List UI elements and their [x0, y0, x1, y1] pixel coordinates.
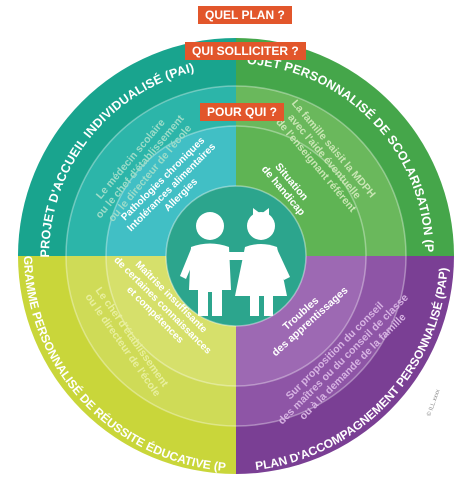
pour-qui-tag: POUR QUI ? — [200, 103, 285, 121]
ring-divider-inner — [105, 125, 367, 387]
qui-solliciter-tag: QUI SOLLICITER ? — [185, 42, 306, 60]
ring-divider-outer — [65, 85, 407, 427]
children-icon — [180, 208, 290, 316]
quel-plan-tag: QUEL PLAN ? — [198, 6, 292, 24]
